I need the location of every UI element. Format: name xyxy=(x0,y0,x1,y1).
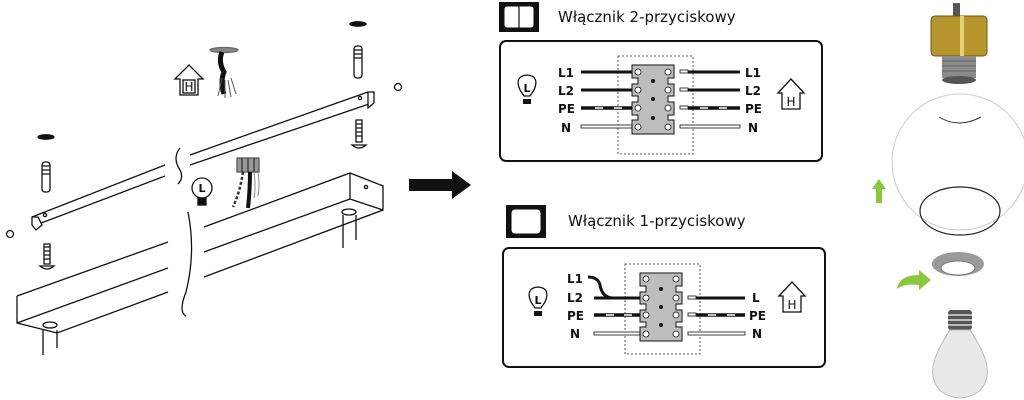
p2-right-label: L2 xyxy=(745,84,761,98)
panel-1-wires xyxy=(587,275,746,336)
p2-left-label: N xyxy=(561,121,571,135)
panel-2-lamp-letter: L xyxy=(523,82,530,95)
switch-1-title: Włącznik 1-przyciskowy xyxy=(568,212,746,230)
cable xyxy=(953,3,960,17)
shade-ring-icon xyxy=(932,252,984,276)
p2-right-label: L1 xyxy=(745,66,761,80)
break-mark-bottom xyxy=(181,211,193,317)
ceiling-hole-left xyxy=(37,134,55,140)
panel-2-lamp-icon: L xyxy=(517,74,537,104)
cable-outlet-left xyxy=(42,321,58,355)
panel-2-terminal-block xyxy=(631,64,675,135)
p1-right-label: L xyxy=(752,291,760,305)
up-arrow-green-icon xyxy=(872,179,886,203)
p1-left-label: L2 xyxy=(567,291,583,305)
screw-left-icon xyxy=(38,243,56,270)
canopy-assembly xyxy=(5,21,403,355)
p2-right-label: PE xyxy=(745,102,762,116)
p2-left-label: PE xyxy=(558,102,575,116)
lamp-assembly xyxy=(872,3,1024,399)
p2-right-label: N xyxy=(748,121,758,135)
canopy-box xyxy=(16,172,384,334)
p2-left-label: L1 xyxy=(558,66,574,80)
p1-left-label: L1 xyxy=(567,272,583,286)
house-icon: H xyxy=(173,64,205,96)
panel-2-wires xyxy=(580,69,741,129)
panel-1-house-letter: H xyxy=(787,298,796,312)
panel-1-terminal-block xyxy=(639,272,683,342)
wall-plug-left-icon xyxy=(41,161,51,193)
panel-1-lamp-letter: L xyxy=(534,294,541,307)
p1-left-label: N xyxy=(570,327,580,341)
p1-left-label: PE xyxy=(567,309,584,323)
p1-right-label: PE xyxy=(749,309,766,323)
break-mark-top xyxy=(175,147,183,185)
cable-outlet-right xyxy=(341,208,357,248)
terminal-block-icon xyxy=(231,157,260,209)
lamp-letter: L xyxy=(198,182,205,195)
screw-right-icon xyxy=(350,119,368,149)
ceiling-wires-icon xyxy=(209,46,239,98)
side-screw-left-icon xyxy=(5,229,15,239)
panel-1-lamp-icon: L xyxy=(528,286,548,316)
ceiling-hole-right xyxy=(349,21,367,27)
side-screw-right-icon xyxy=(393,82,403,92)
panel-2-house-letter: H xyxy=(786,95,795,109)
step-arrow-icon xyxy=(409,171,471,199)
panel-2-house-icon: H xyxy=(776,78,806,110)
p1-right-label: N xyxy=(752,327,762,341)
double-switch-icon xyxy=(499,2,539,32)
lamp-icon: L xyxy=(191,177,213,206)
p2-left-label: L2 xyxy=(558,84,574,98)
house-letter: H xyxy=(184,80,193,94)
brass-cup-icon xyxy=(930,15,988,84)
light-bulb-icon xyxy=(932,310,988,399)
curved-arrow-green-icon xyxy=(897,270,931,290)
switch-1-section: Włącznik 1-przyciskowy L H L1 L2 PE N L … xyxy=(502,205,826,368)
glass-globe-icon xyxy=(891,93,1024,236)
switch-2-section: Włącznik 2-przyciskowy L H L1 L2 PE N L1… xyxy=(499,2,823,162)
switch-2-title: Włącznik 2-przyciskowy xyxy=(558,8,736,26)
wall-plug-right-icon xyxy=(353,45,363,79)
single-switch-icon xyxy=(506,205,546,238)
panel-1-junction-box xyxy=(624,263,701,355)
panel-2-junction-box xyxy=(617,55,694,155)
mounting-bar xyxy=(31,91,375,231)
panel-1-house-icon: H xyxy=(777,281,807,313)
